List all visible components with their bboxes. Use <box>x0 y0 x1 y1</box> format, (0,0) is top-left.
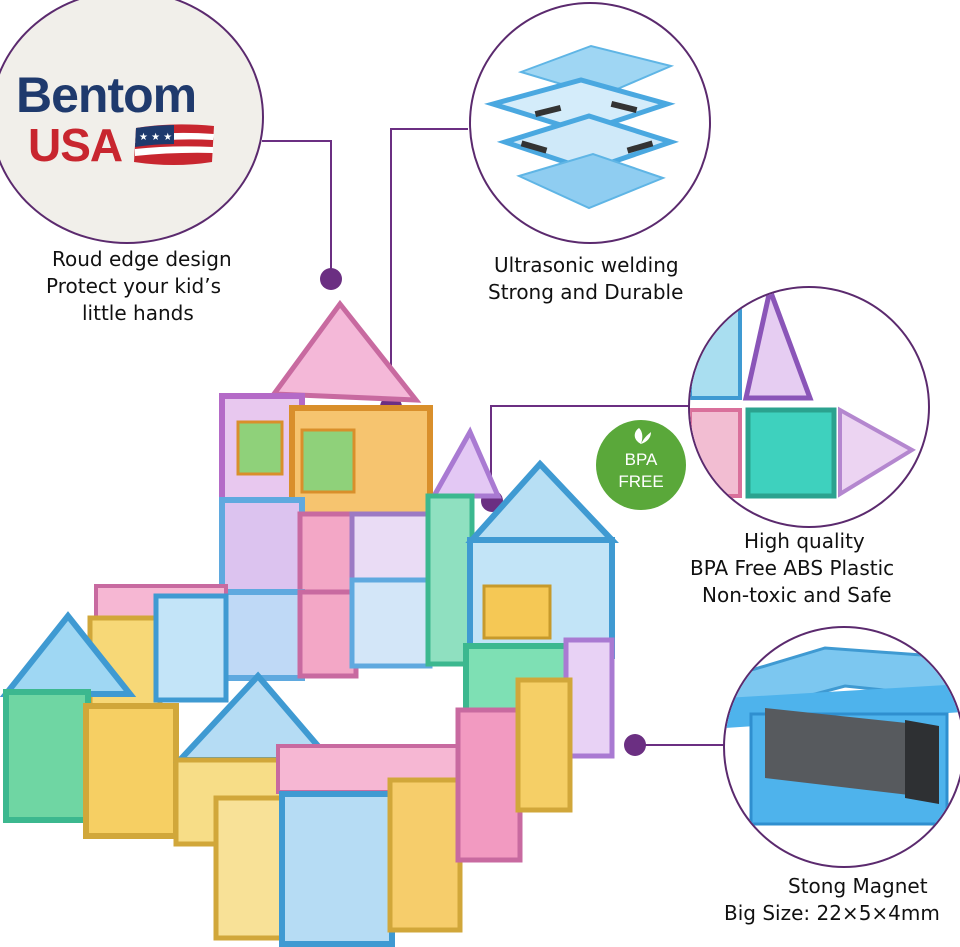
caption-quality-2: BPA Free ABS Plastic <box>690 556 895 580</box>
quality-detail-circle <box>688 286 930 528</box>
connector-quality-v <box>490 405 492 497</box>
connector-weld-v <box>390 128 392 406</box>
bpa-badge-line2: FREE <box>618 472 664 491</box>
connector-magnet-h <box>634 744 724 746</box>
connector-logo-h <box>262 140 332 142</box>
svg-text:★ ★ ★: ★ ★ ★ <box>139 132 172 143</box>
tiles-closeup-icon <box>690 288 916 499</box>
flag-icon: ★ ★ ★ <box>134 124 214 165</box>
caption-round-edge-2: Protect your kid’s <box>46 274 222 298</box>
bpa-badge-line1: BPA <box>624 450 658 469</box>
caption-round-edge-1: Roud edge design <box>52 247 232 271</box>
tile-layers-icon <box>484 44 679 210</box>
logo-circle <box>0 0 264 244</box>
magnet-detail-circle <box>723 626 960 868</box>
welding-detail-circle <box>469 2 711 244</box>
caption-magnet-2: Big Size: 22×5×4mm <box>724 901 940 925</box>
connector-dot-magnet <box>624 734 646 756</box>
leaf-icon <box>634 428 651 444</box>
caption-quality-3: Non-toxic and Safe <box>702 583 892 607</box>
tile-castle-image <box>0 300 619 947</box>
connector-dot-logo <box>320 268 342 290</box>
brand-logo-text: Bentom <box>16 67 197 123</box>
caption-round-edge-3: little hands <box>82 301 194 325</box>
caption-ultrasonic-2: Strong and Durable <box>488 280 684 304</box>
brand-logo-country: USA <box>28 119 123 171</box>
bpa-free-badge: BPA FREE <box>596 420 686 510</box>
connector-quality-h <box>490 405 690 407</box>
connector-logo-v <box>330 140 332 278</box>
connector-weld-h <box>390 128 468 130</box>
magnet-icon <box>725 646 960 826</box>
caption-quality-1: High quality <box>744 529 865 553</box>
caption-magnet-1: Stong Magnet <box>788 874 928 898</box>
caption-ultrasonic-1: Ultrasonic welding <box>494 253 679 277</box>
